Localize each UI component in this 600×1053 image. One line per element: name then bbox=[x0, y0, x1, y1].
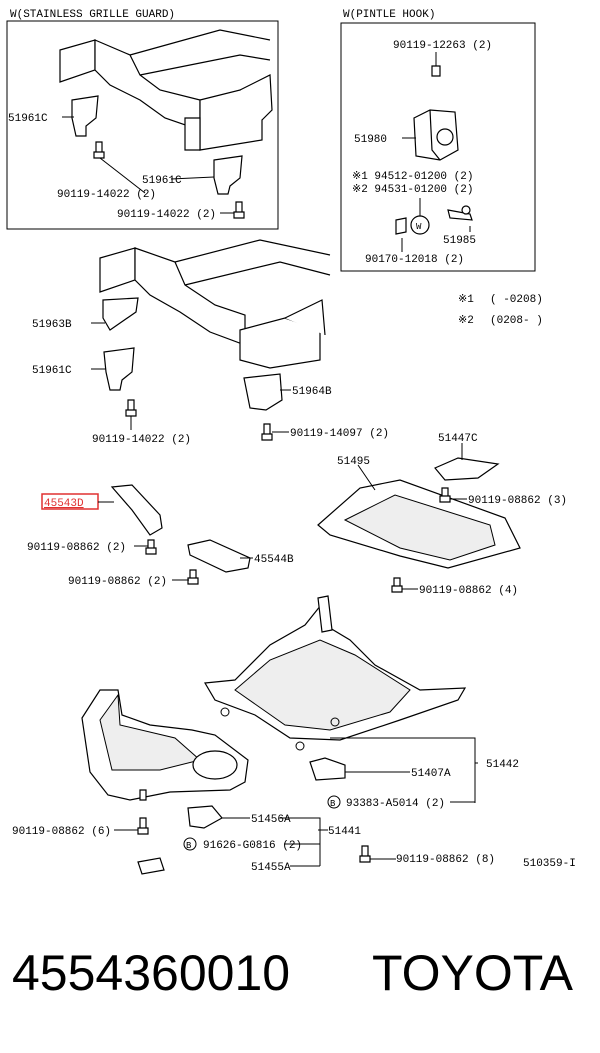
note-1-text: ( -0208) bbox=[490, 294, 543, 306]
footer-part-number: 4554360010 bbox=[12, 945, 290, 1001]
label-51442: 51442 bbox=[486, 759, 519, 771]
label-94512-01200: ※1 94512-01200 (2) bbox=[352, 171, 473, 183]
protector-parts: 45543D 90119-08862 (2) 90119-08862 (2) 4… bbox=[27, 484, 294, 588]
label-90119-08862-2b: 90119-08862 (2) bbox=[68, 576, 167, 588]
label-45543d-highlighted: 45543D bbox=[44, 498, 84, 510]
figure-code: 510359-I bbox=[523, 858, 576, 870]
label-90119-14097: 90119-14097 (2) bbox=[290, 428, 389, 440]
label-90119-12263: 90119-12263 (2) bbox=[393, 40, 492, 52]
bracket-51407a-icon bbox=[309, 757, 346, 781]
label-51964b: 51964B bbox=[292, 386, 332, 398]
label-51441: 51441 bbox=[328, 826, 361, 838]
svg-text:B: B bbox=[330, 799, 336, 809]
label-91626-g0816: 91626-G0816 (2) bbox=[203, 840, 302, 852]
notes: ※1 ( -0208) ※2 (0208- ) bbox=[458, 294, 543, 327]
under-cover-51495: 51495 51447C 90119-08862 (3) 90119-08862… bbox=[317, 433, 567, 597]
hook-icon bbox=[103, 347, 135, 391]
bracket-icon bbox=[102, 297, 139, 331]
pintle-hook-title: W(PINTLE HOOK) bbox=[343, 9, 435, 21]
label-45544b: 45544B bbox=[254, 554, 294, 566]
bracket-51456a-icon bbox=[187, 805, 223, 829]
label-90119-08862-3: 90119-08862 (3) bbox=[468, 495, 567, 507]
bracket-icon bbox=[243, 373, 283, 411]
svg-text:B: B bbox=[186, 841, 192, 851]
footer-brand: TOYOTA bbox=[372, 945, 574, 1001]
grille-guard-box: W(STAINLESS GRILLE GUARD) 51961C 51961C … bbox=[6, 9, 279, 230]
label-90119-08862-6: 90119-08862 (6) bbox=[12, 826, 111, 838]
label-bolt-90119-14022-a: 90119-14022 (2) bbox=[57, 189, 156, 201]
note-2-mark: ※2 bbox=[458, 315, 474, 327]
hook-icon bbox=[71, 95, 99, 137]
front-frame: 51963B 51961C 51964B 90119-14022 (2) 901… bbox=[32, 239, 389, 446]
pintle-hook-box: W(PINTLE HOOK) 90119-12263 (2) 51980 ※1 … bbox=[340, 9, 536, 272]
note-2-text: (0208- ) bbox=[490, 315, 543, 327]
label-90119-14022: 90119-14022 (2) bbox=[92, 434, 191, 446]
label-51455a: 51455A bbox=[251, 862, 291, 874]
label-90119-08862-4: 90119-08862 (4) bbox=[419, 585, 518, 597]
label-90170-12018: 90170-12018 (2) bbox=[365, 254, 464, 266]
label-90119-08862-8: 90119-08862 (8) bbox=[396, 854, 495, 866]
label-51985: 51985 bbox=[443, 235, 476, 247]
label-51980: 51980 bbox=[354, 134, 387, 146]
label-94531-01200: ※2 94531-01200 (2) bbox=[352, 184, 473, 196]
label-51963b: 51963B bbox=[32, 319, 72, 331]
protector-45543d-icon bbox=[110, 484, 163, 536]
label-51407a: 51407A bbox=[411, 768, 451, 780]
note-1-mark: ※1 bbox=[458, 294, 474, 306]
grille-guard-title: W(STAINLESS GRILLE GUARD) bbox=[10, 9, 175, 21]
label-93383-a5014: 93383-A5014 (2) bbox=[346, 798, 445, 810]
protector-45544b-icon bbox=[187, 539, 251, 573]
hook-icon bbox=[213, 155, 243, 195]
label-51456a: 51456A bbox=[251, 814, 291, 826]
label-51961c: 51961C bbox=[32, 365, 72, 377]
crossmember-51441: 90119-08862 (6) 51456A 51441 B 91626-G08… bbox=[12, 689, 576, 875]
svg-text:W: W bbox=[416, 222, 422, 232]
label-51447c: 51447C bbox=[438, 433, 478, 445]
label-51961c-upper: 51961C bbox=[8, 113, 48, 125]
label-51495: 51495 bbox=[337, 456, 370, 468]
circle-b-icon bbox=[183, 837, 197, 851]
skid-plate-51442: 51407A 51442 B 93383-A5014 (2) 90119-088… bbox=[204, 595, 519, 866]
label-51961c-lower: 51961C bbox=[142, 175, 182, 187]
label-90119-08862-2a: 90119-08862 (2) bbox=[27, 542, 126, 554]
circle-b-icon bbox=[327, 795, 341, 809]
label-bolt-90119-14022-b: 90119-14022 (2) bbox=[117, 209, 216, 221]
